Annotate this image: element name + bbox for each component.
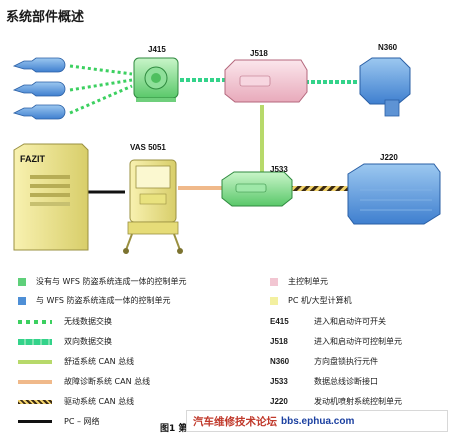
legend-line-swatch [18, 319, 52, 324]
legend-code: N360 [270, 357, 290, 366]
j533-unit [221, 171, 293, 207]
legend-code: E415 [270, 317, 289, 326]
legend-item: 与 WFS 防盗系统连成一体的控制单元 [18, 295, 171, 306]
legend-text: 无线数据交换 [64, 317, 112, 326]
legend-code: J533 [270, 377, 288, 386]
legend-text: 舒适系统 CAN 总线 [64, 357, 135, 366]
j533-label: J533 [270, 165, 288, 174]
legend-line-swatch [18, 420, 52, 423]
legend-code-item: N360 方向盘锁执行元件 [270, 356, 378, 367]
legend-code-item: E415 进入和启动许可开关 [270, 316, 386, 327]
legend-line-swatch [18, 399, 52, 404]
legend-swatch [270, 296, 278, 305]
legend-code-item: J518 进入和启动许可控制单元 [270, 336, 402, 347]
watermark-cn: 汽车维修技术论坛 [193, 415, 277, 428]
legend-swatch [270, 277, 278, 286]
component-diagram: J415 J518 N360 FAZIT [12, 43, 441, 254]
legend-code-item: J220 发动机喷射系统控制单元 [270, 396, 402, 407]
n360-unit [359, 57, 411, 117]
legend-item: 没有与 WFS 防盗系统连成一体的控制单元 [18, 276, 187, 287]
j220-unit [347, 163, 441, 225]
vas5051-tester [123, 159, 183, 254]
key-icon [12, 57, 66, 73]
fazit-pc [13, 143, 89, 251]
legend-text: 与 WFS 防盗系统连成一体的控制单元 [36, 296, 171, 305]
legend-item: PC 机/大型计算机 [270, 295, 352, 306]
legend-text: 驱动系统 CAN 总线 [64, 397, 135, 406]
legend-swatch [18, 277, 26, 286]
legend-code: J220 [270, 397, 288, 406]
watermark-banner: 汽车维修技术论坛 bbs.ephua.com [186, 410, 448, 432]
fazit-label: FAZIT [20, 154, 45, 164]
legend-text: 发动机喷射系统控制单元 [314, 397, 402, 406]
n360-label: N360 [378, 43, 398, 52]
legend-text: 方向盘锁执行元件 [314, 357, 378, 366]
figure-caption: 图1 第四代 [160, 424, 206, 434]
j415-unit [133, 57, 179, 102]
legend-item: 双向数据交换 [18, 336, 112, 347]
vas5051-label: VAS 5051 [130, 143, 166, 152]
legend-text: PC – 网络 [64, 417, 100, 426]
legend-text: 双向数据交换 [64, 337, 112, 346]
wireless-links [69, 64, 133, 115]
legend-item: 舒适系统 CAN 总线 [18, 356, 134, 367]
key-icon [12, 81, 66, 97]
j220-label: J220 [380, 153, 398, 162]
watermark-url: bbs.ephua.com [281, 415, 355, 427]
legend-item: 主控制单元 [270, 276, 328, 287]
legend-text: 进入和启动许可开关 [314, 317, 386, 326]
legend-item: 故障诊断系统 CAN 总线 [18, 376, 150, 387]
legend-text: 数据总线诊断接口 [314, 377, 378, 386]
legend-swatch [18, 296, 26, 305]
legend-code-item: J533 数据总线诊断接口 [270, 376, 378, 387]
legend-line-swatch [18, 379, 52, 384]
legend-line-swatch [18, 338, 52, 345]
legend-line-swatch [18, 359, 52, 364]
j415-label: J415 [148, 45, 166, 54]
drive-can-bus [290, 186, 348, 191]
legend-item: PC – 网络 [18, 416, 100, 427]
legend-code: J518 [270, 337, 288, 346]
page-title: 系统部件概述 [6, 10, 85, 25]
legend-text: 故障诊断系统 CAN 总线 [64, 377, 151, 386]
legend-text: PC 机/大型计算机 [288, 296, 352, 305]
j518-unit [224, 59, 308, 103]
key-icon [12, 104, 66, 120]
legend-item: 驱动系统 CAN 总线 [18, 396, 134, 407]
j518-label: J518 [250, 49, 268, 58]
legend-text: 没有与 WFS 防盗系统连成一体的控制单元 [36, 277, 187, 286]
legend-text: 主控制单元 [288, 277, 328, 286]
legend-text: 进入和启动许可控制单元 [314, 337, 402, 346]
legend-item: 无线数据交换 [18, 316, 112, 327]
